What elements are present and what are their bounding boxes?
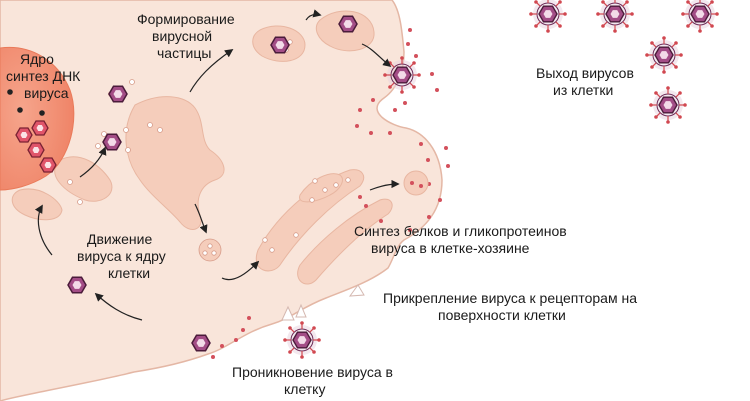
attachment-label-line1: Прикрепление вируса к рецепторам на xyxy=(383,290,637,306)
synthesis-label-line1: Синтез белков и гликопротеинов xyxy=(354,223,567,239)
exit-label-line2: из клетки xyxy=(553,82,614,98)
nucleus-label-line1: синтез ДНК xyxy=(6,68,81,84)
formation-label-line3: частицы xyxy=(157,45,212,61)
golgi-body xyxy=(125,96,225,230)
nucleus-label-title: Ядро xyxy=(20,51,54,67)
movement-label-line3: клетки xyxy=(108,265,151,281)
formation-label-line1: Формирование xyxy=(137,11,235,27)
synthesis-label-line2: вируса в клетке-хозяине xyxy=(371,240,530,256)
exit-label-line1: Выход вирусов xyxy=(536,65,634,81)
penetration-label-line1: Проникновение вируса в xyxy=(232,364,393,380)
penetration-label-line2: клетку xyxy=(284,381,326,397)
movement-label-line2: вируса к ядру xyxy=(77,248,166,264)
host-cell xyxy=(0,0,443,401)
formation-label-line2: вирусной xyxy=(152,28,213,44)
receptor xyxy=(281,284,365,321)
movement-label-line1: Движение xyxy=(87,231,153,247)
attachment-label-line2: поверхности клетки xyxy=(438,307,566,323)
nucleus-label-line2: вируса xyxy=(24,85,69,101)
nucleus xyxy=(0,46,75,191)
